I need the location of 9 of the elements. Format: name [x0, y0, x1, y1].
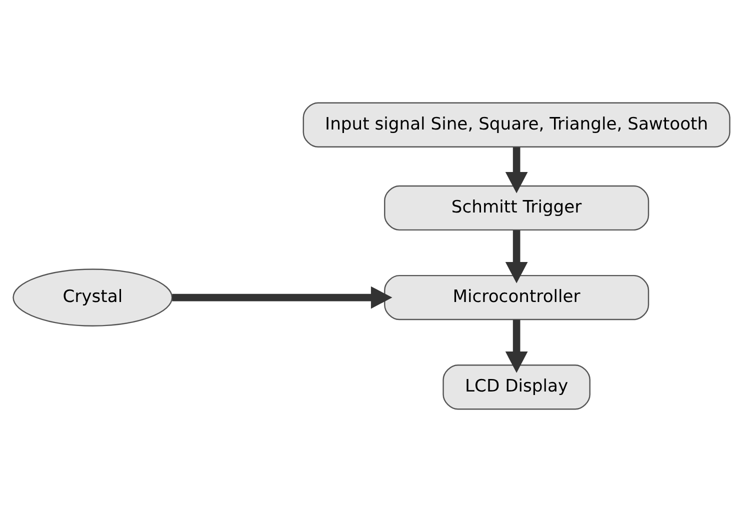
arrow [505, 230, 528, 283]
arrow [505, 319, 528, 372]
arrow [172, 286, 392, 308]
node-box: Schmitt Trigger [384, 184, 650, 230]
arrow [505, 146, 528, 193]
node-ellipse: Crystal [12, 268, 173, 326]
node-box: Input signal Sine, Square, Triangle, Sawtooth [302, 102, 730, 147]
node-box: LCD Display [442, 364, 590, 410]
node-box: Microcontroller [384, 274, 650, 320]
